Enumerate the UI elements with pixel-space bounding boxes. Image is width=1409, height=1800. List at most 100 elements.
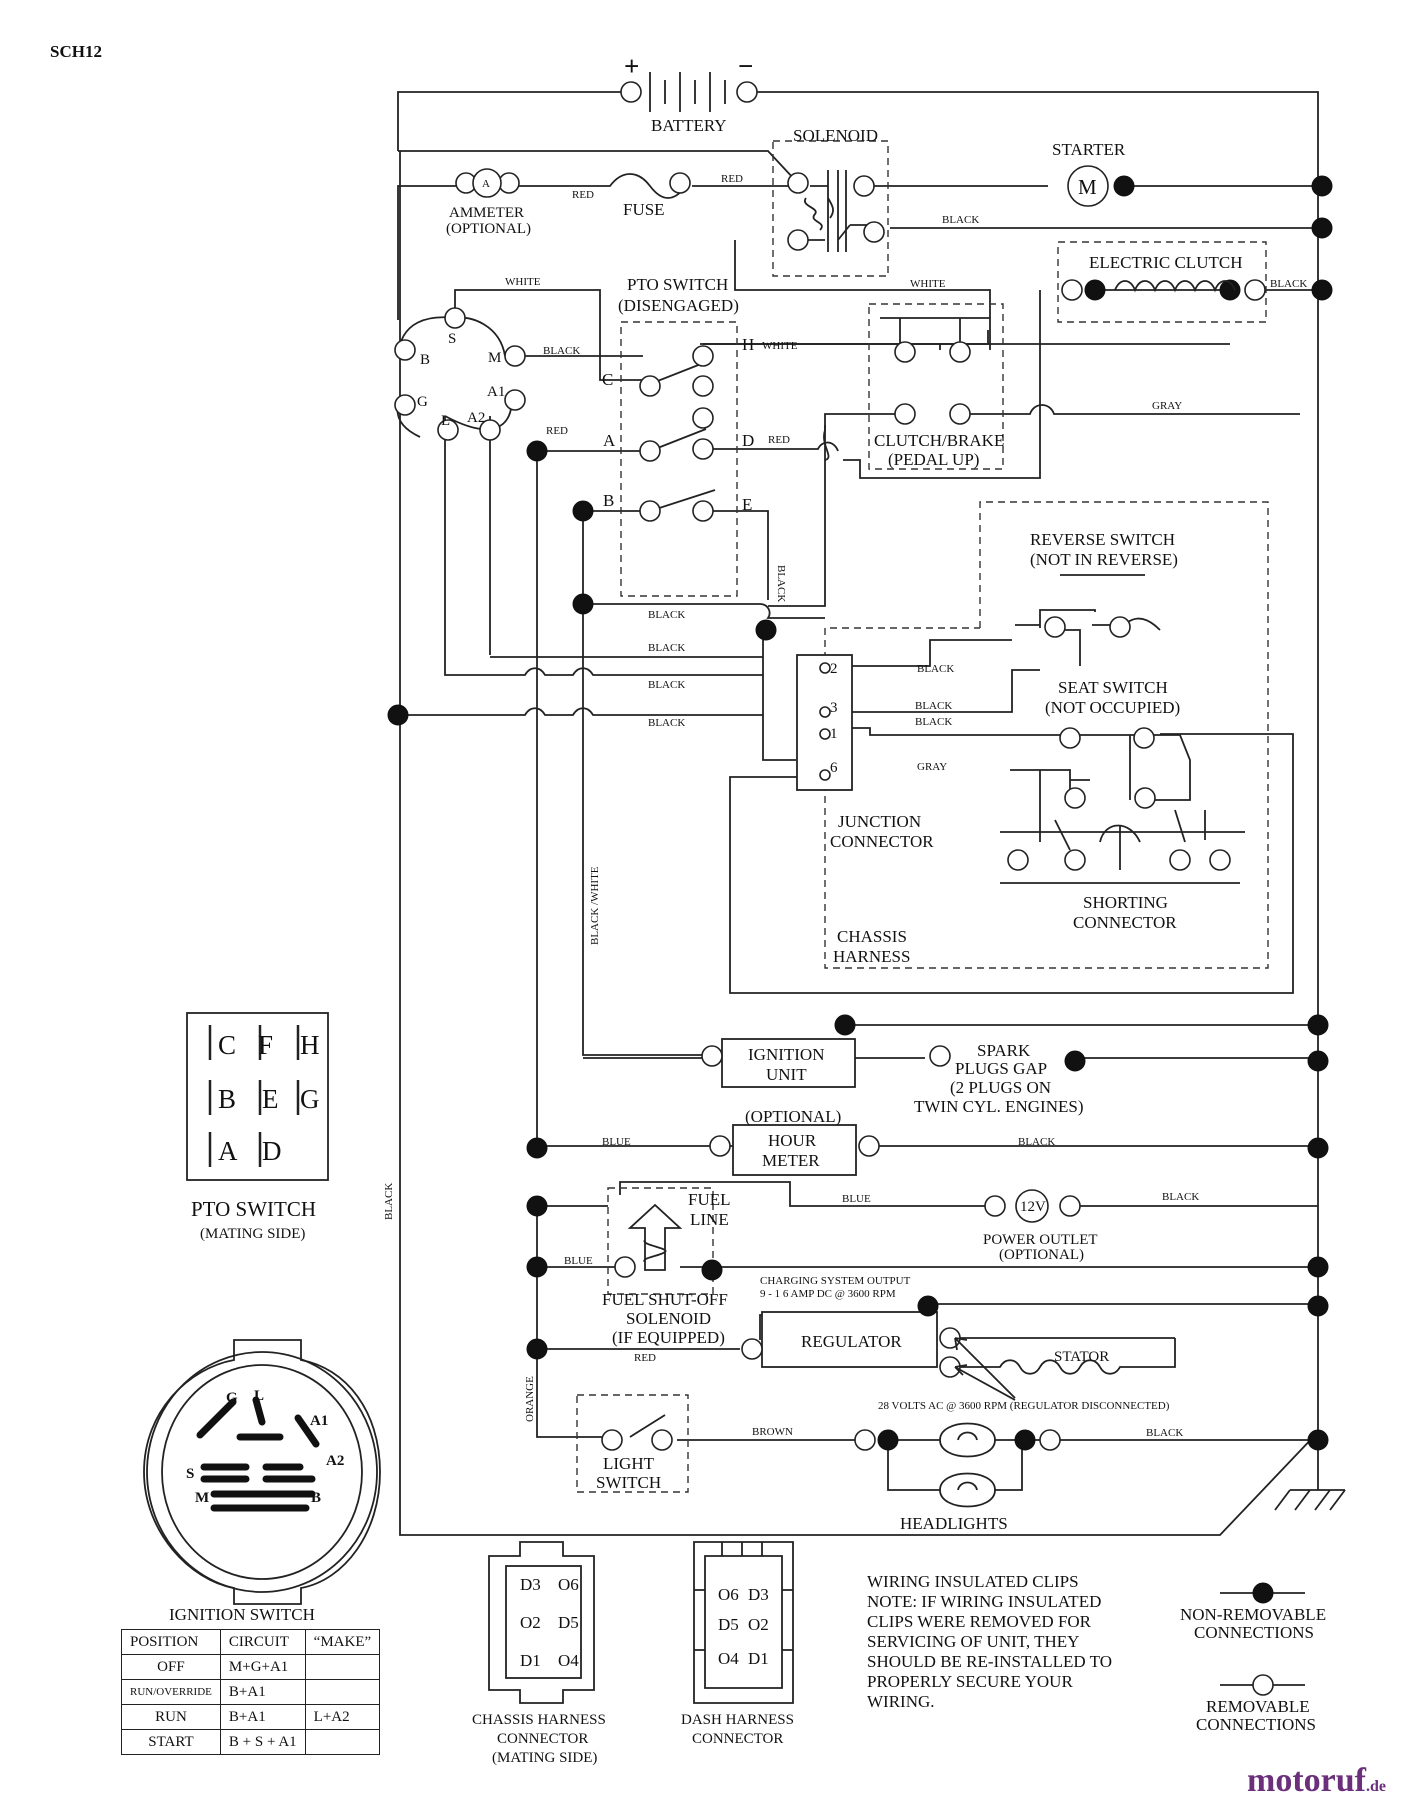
svg-text:BLACK: BLACK bbox=[917, 663, 954, 675]
svg-text:M: M bbox=[195, 1490, 209, 1506]
wires bbox=[397, 91, 1346, 1536]
hour-meter-1: HOUR bbox=[768, 1131, 817, 1150]
spark-4: TWIN CYL. ENGINES) bbox=[914, 1097, 1084, 1116]
svg-text:ORANGE: ORANGE bbox=[524, 1376, 536, 1422]
svg-text:F: F bbox=[258, 1030, 273, 1060]
pto-mating-title: PTO SWITCH bbox=[191, 1197, 316, 1221]
pto-title: PTO SWITCH bbox=[627, 275, 728, 294]
ignition-switch-title: IGNITION SWITCH bbox=[169, 1605, 315, 1624]
svg-text:G: G bbox=[226, 1390, 238, 1406]
ign-terminal-m: M bbox=[488, 350, 501, 366]
pto-terminal-c: C bbox=[602, 370, 613, 389]
regulator-label: REGULATOR bbox=[801, 1332, 902, 1351]
clutch-brake-title: CLUTCH/BRAKE bbox=[874, 431, 1004, 450]
stator-arrows bbox=[954, 1337, 1016, 1401]
svg-text:BLUE: BLUE bbox=[602, 1136, 631, 1148]
spark-3: (2 PLUGS ON bbox=[950, 1078, 1051, 1097]
battery-symbol: + − bbox=[624, 51, 753, 112]
watermark-logo: motoruf.de bbox=[1247, 1762, 1386, 1800]
ign-terminal-g: G bbox=[417, 394, 428, 410]
seat-switch-state: (NOT OCCUPIED) bbox=[1045, 698, 1180, 717]
svg-text:BLACK: BLACK bbox=[1146, 1427, 1183, 1439]
hour-meter-box bbox=[732, 1124, 857, 1176]
charging-2: 9 - 1 6 AMP DC @ 3600 RPM bbox=[760, 1288, 896, 1300]
chassis-connector-icon: D3 O6 O2 D5 D1 O4 bbox=[488, 1541, 595, 1704]
charging-1: CHARGING SYSTEM OUTPUT bbox=[760, 1275, 911, 1287]
svg-text:D: D bbox=[262, 1136, 282, 1166]
stator-note: 28 VOLTS AC @ 3600 RPM (REGULATOR DISCON… bbox=[878, 1400, 1170, 1412]
svg-text:B: B bbox=[218, 1084, 236, 1114]
power-outlet-icon bbox=[1015, 1189, 1049, 1223]
svg-text:CLIPS WERE REMOVED FOR: CLIPS WERE REMOVED FOR bbox=[867, 1612, 1092, 1631]
svg-text:BLACK: BLACK bbox=[775, 565, 787, 602]
fuel-solenoid-2: SOLENOID bbox=[626, 1309, 711, 1328]
junction-pin-2: 2 bbox=[830, 661, 838, 677]
fuel-solenoid-1: FUEL SHUT-OFF bbox=[602, 1290, 728, 1309]
light-switch-2: SWITCH bbox=[596, 1473, 661, 1492]
seat-switch-title: SEAT SWITCH bbox=[1058, 678, 1168, 697]
svg-text:D5: D5 bbox=[558, 1613, 579, 1632]
svg-text:BLACK: BLACK bbox=[1018, 1136, 1055, 1148]
svg-text:E: E bbox=[262, 1084, 279, 1114]
ammeter-symbol: A bbox=[482, 178, 490, 190]
solenoid-coil-icon bbox=[803, 197, 834, 231]
row-run-circuit: B+A1 bbox=[219, 1704, 306, 1730]
svg-text:BLACK: BLACK bbox=[543, 345, 580, 357]
fuse-label: FUSE bbox=[623, 200, 665, 219]
svg-text:WIRING.: WIRING. bbox=[867, 1692, 935, 1711]
svg-text:RED: RED bbox=[768, 434, 790, 446]
svg-text:RED: RED bbox=[634, 1352, 656, 1364]
junction-label-1: JUNCTION bbox=[838, 812, 921, 831]
fuel-line-1: FUEL bbox=[688, 1190, 731, 1209]
starter-motor-icon bbox=[1067, 165, 1109, 207]
svg-text:WHITE: WHITE bbox=[762, 340, 798, 352]
row-off-circuit: M+G+A1 bbox=[219, 1654, 306, 1680]
dash-connector-1: DASH HARNESS bbox=[681, 1712, 794, 1728]
ignition-unit-2: UNIT bbox=[766, 1065, 807, 1084]
junction-pin-1: 1 bbox=[830, 726, 838, 742]
clutch-brake-state: (PEDAL UP) bbox=[888, 450, 979, 469]
clutch-coil-icon bbox=[1114, 280, 1236, 293]
hour-meter-2: METER bbox=[762, 1151, 820, 1170]
row-override-circuit: B+A1 bbox=[219, 1679, 306, 1705]
svg-text:A2: A2 bbox=[326, 1453, 344, 1469]
power-outlet-1: POWER OUTLET bbox=[983, 1232, 1098, 1248]
svg-text:BLUE: BLUE bbox=[842, 1193, 871, 1205]
ammeter-icon bbox=[472, 168, 502, 198]
chassis-connector-1: CHASSIS HARNESS bbox=[472, 1712, 606, 1728]
starter-symbol: M bbox=[1078, 175, 1097, 199]
dash-connector-2: CONNECTOR bbox=[692, 1731, 783, 1747]
battery-plus: + bbox=[624, 51, 639, 81]
svg-text:BLACK: BLACK bbox=[648, 609, 685, 621]
svg-text:RED: RED bbox=[721, 173, 743, 185]
svg-text:D3: D3 bbox=[748, 1585, 769, 1604]
col-circuit: CIRCUIT bbox=[219, 1629, 306, 1655]
svg-text:A: A bbox=[218, 1136, 238, 1166]
pto-state: (DISENGAGED) bbox=[618, 296, 739, 315]
chassis-connector-3: (MATING SIDE) bbox=[492, 1750, 597, 1766]
power-outlet-symbol: 12V bbox=[1020, 1199, 1046, 1215]
starter-label: STARTER bbox=[1052, 140, 1126, 159]
junction-connector-box bbox=[796, 654, 853, 791]
headlights-label: HEADLIGHTS bbox=[900, 1514, 1008, 1533]
svg-text:BLUE: BLUE bbox=[564, 1255, 593, 1267]
svg-text:NON-REMOVABLE: NON-REMOVABLE bbox=[1180, 1605, 1326, 1624]
svg-text:L: L bbox=[254, 1388, 264, 1404]
svg-text:G: G bbox=[300, 1084, 320, 1114]
legend: NON-REMOVABLE CONNECTIONS REMOVABLE CONN… bbox=[1180, 1582, 1326, 1734]
svg-text:D3: D3 bbox=[520, 1575, 541, 1594]
non-removable-connections bbox=[387, 175, 1333, 1451]
watermark-main: motoruf bbox=[1247, 1762, 1366, 1799]
pto-terminal-a: A bbox=[603, 431, 616, 450]
svg-text:A1: A1 bbox=[310, 1413, 328, 1429]
removable-connections bbox=[455, 81, 1266, 1451]
svg-text:BLACK: BLACK bbox=[648, 679, 685, 691]
svg-text:D1: D1 bbox=[748, 1649, 769, 1668]
regulator-box bbox=[761, 1311, 938, 1368]
pto-terminal-d: D bbox=[742, 431, 754, 450]
dashed-boxes bbox=[576, 140, 1269, 1493]
svg-text:BLACK: BLACK bbox=[648, 642, 685, 654]
pto-terminal-h: H bbox=[742, 335, 754, 354]
row-run-position: RUN bbox=[121, 1704, 221, 1730]
shorting-label-1: SHORTING bbox=[1083, 893, 1168, 912]
